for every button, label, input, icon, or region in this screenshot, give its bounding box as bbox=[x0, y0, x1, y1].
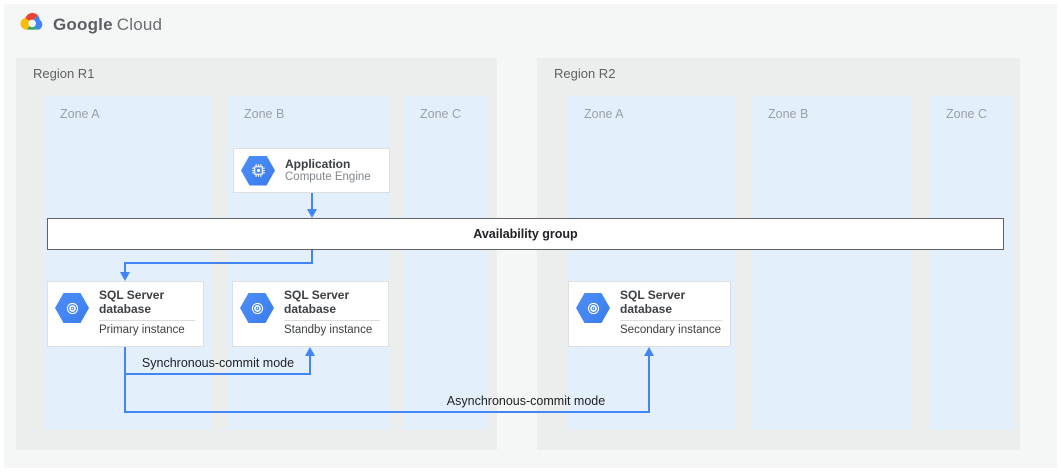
zone-r2-c-label: Zone C bbox=[946, 107, 987, 121]
sql-standby-node: SQL Server database Standby instance bbox=[232, 281, 389, 347]
application-subtitle: Compute Engine bbox=[285, 171, 371, 183]
region-r2-label: Region R2 bbox=[554, 66, 616, 81]
zone-r2-a: Zone A bbox=[568, 96, 736, 430]
google-cloud-icon bbox=[18, 11, 45, 38]
availability-group-bar: Availability group bbox=[47, 218, 1004, 250]
application-title: Application bbox=[285, 157, 351, 171]
sql-server-database-icon bbox=[55, 293, 89, 323]
region-r2: Region R2 Zone A Zone B Zone C bbox=[537, 58, 1020, 450]
zone-r2-b-label: Zone B bbox=[768, 107, 809, 121]
async-commit-label: Asynchronous-commit mode bbox=[446, 394, 606, 408]
region-r1-label: Region R1 bbox=[33, 66, 95, 81]
sql-server-database-icon bbox=[576, 293, 610, 323]
sql-primary-node: SQL Server database Primary instance bbox=[47, 281, 204, 347]
zone-r2-a-label: Zone A bbox=[584, 107, 624, 121]
sql-primary-subtitle: Primary instance bbox=[99, 324, 185, 336]
arrowhead-down-icon bbox=[120, 272, 130, 281]
sql-server-database-icon bbox=[240, 293, 274, 323]
sync-commit-label: Synchronous-commit mode bbox=[141, 356, 295, 370]
zone-r1-a-label: Zone A bbox=[60, 107, 100, 121]
zone-r1-c: Zone C bbox=[404, 96, 488, 430]
arrowhead-down-icon bbox=[307, 209, 317, 218]
divider bbox=[620, 320, 722, 321]
region-r1: Region R1 Zone A Zone B Zone C bbox=[16, 58, 497, 450]
logo-google-text: Google bbox=[53, 14, 113, 34]
compute-engine-icon bbox=[241, 155, 275, 186]
divider bbox=[284, 320, 380, 321]
sql-standby-title: SQL Server database bbox=[284, 288, 350, 316]
zone-r2-b: Zone B bbox=[752, 96, 912, 430]
sql-standby-subtitle: Standby instance bbox=[284, 324, 373, 336]
zone-r1-b-label: Zone B bbox=[244, 107, 285, 121]
zone-r1-c-label: Zone C bbox=[420, 107, 461, 121]
zone-r2-c: Zone C bbox=[930, 96, 1013, 430]
sql-secondary-node: SQL Server database Secondary instance bbox=[568, 281, 731, 347]
logo-cloud-text: Cloud bbox=[116, 14, 163, 34]
application-node: Application Compute Engine bbox=[233, 148, 390, 193]
arrowhead-up-icon bbox=[644, 347, 654, 356]
sql-primary-title: SQL Server database bbox=[99, 288, 165, 316]
availability-group-label: Availability group bbox=[473, 227, 578, 241]
divider bbox=[99, 320, 195, 321]
arrowhead-up-icon bbox=[305, 347, 315, 356]
sql-secondary-subtitle: Secondary instance bbox=[620, 324, 722, 336]
sql-secondary-title: SQL Server database bbox=[620, 288, 686, 316]
